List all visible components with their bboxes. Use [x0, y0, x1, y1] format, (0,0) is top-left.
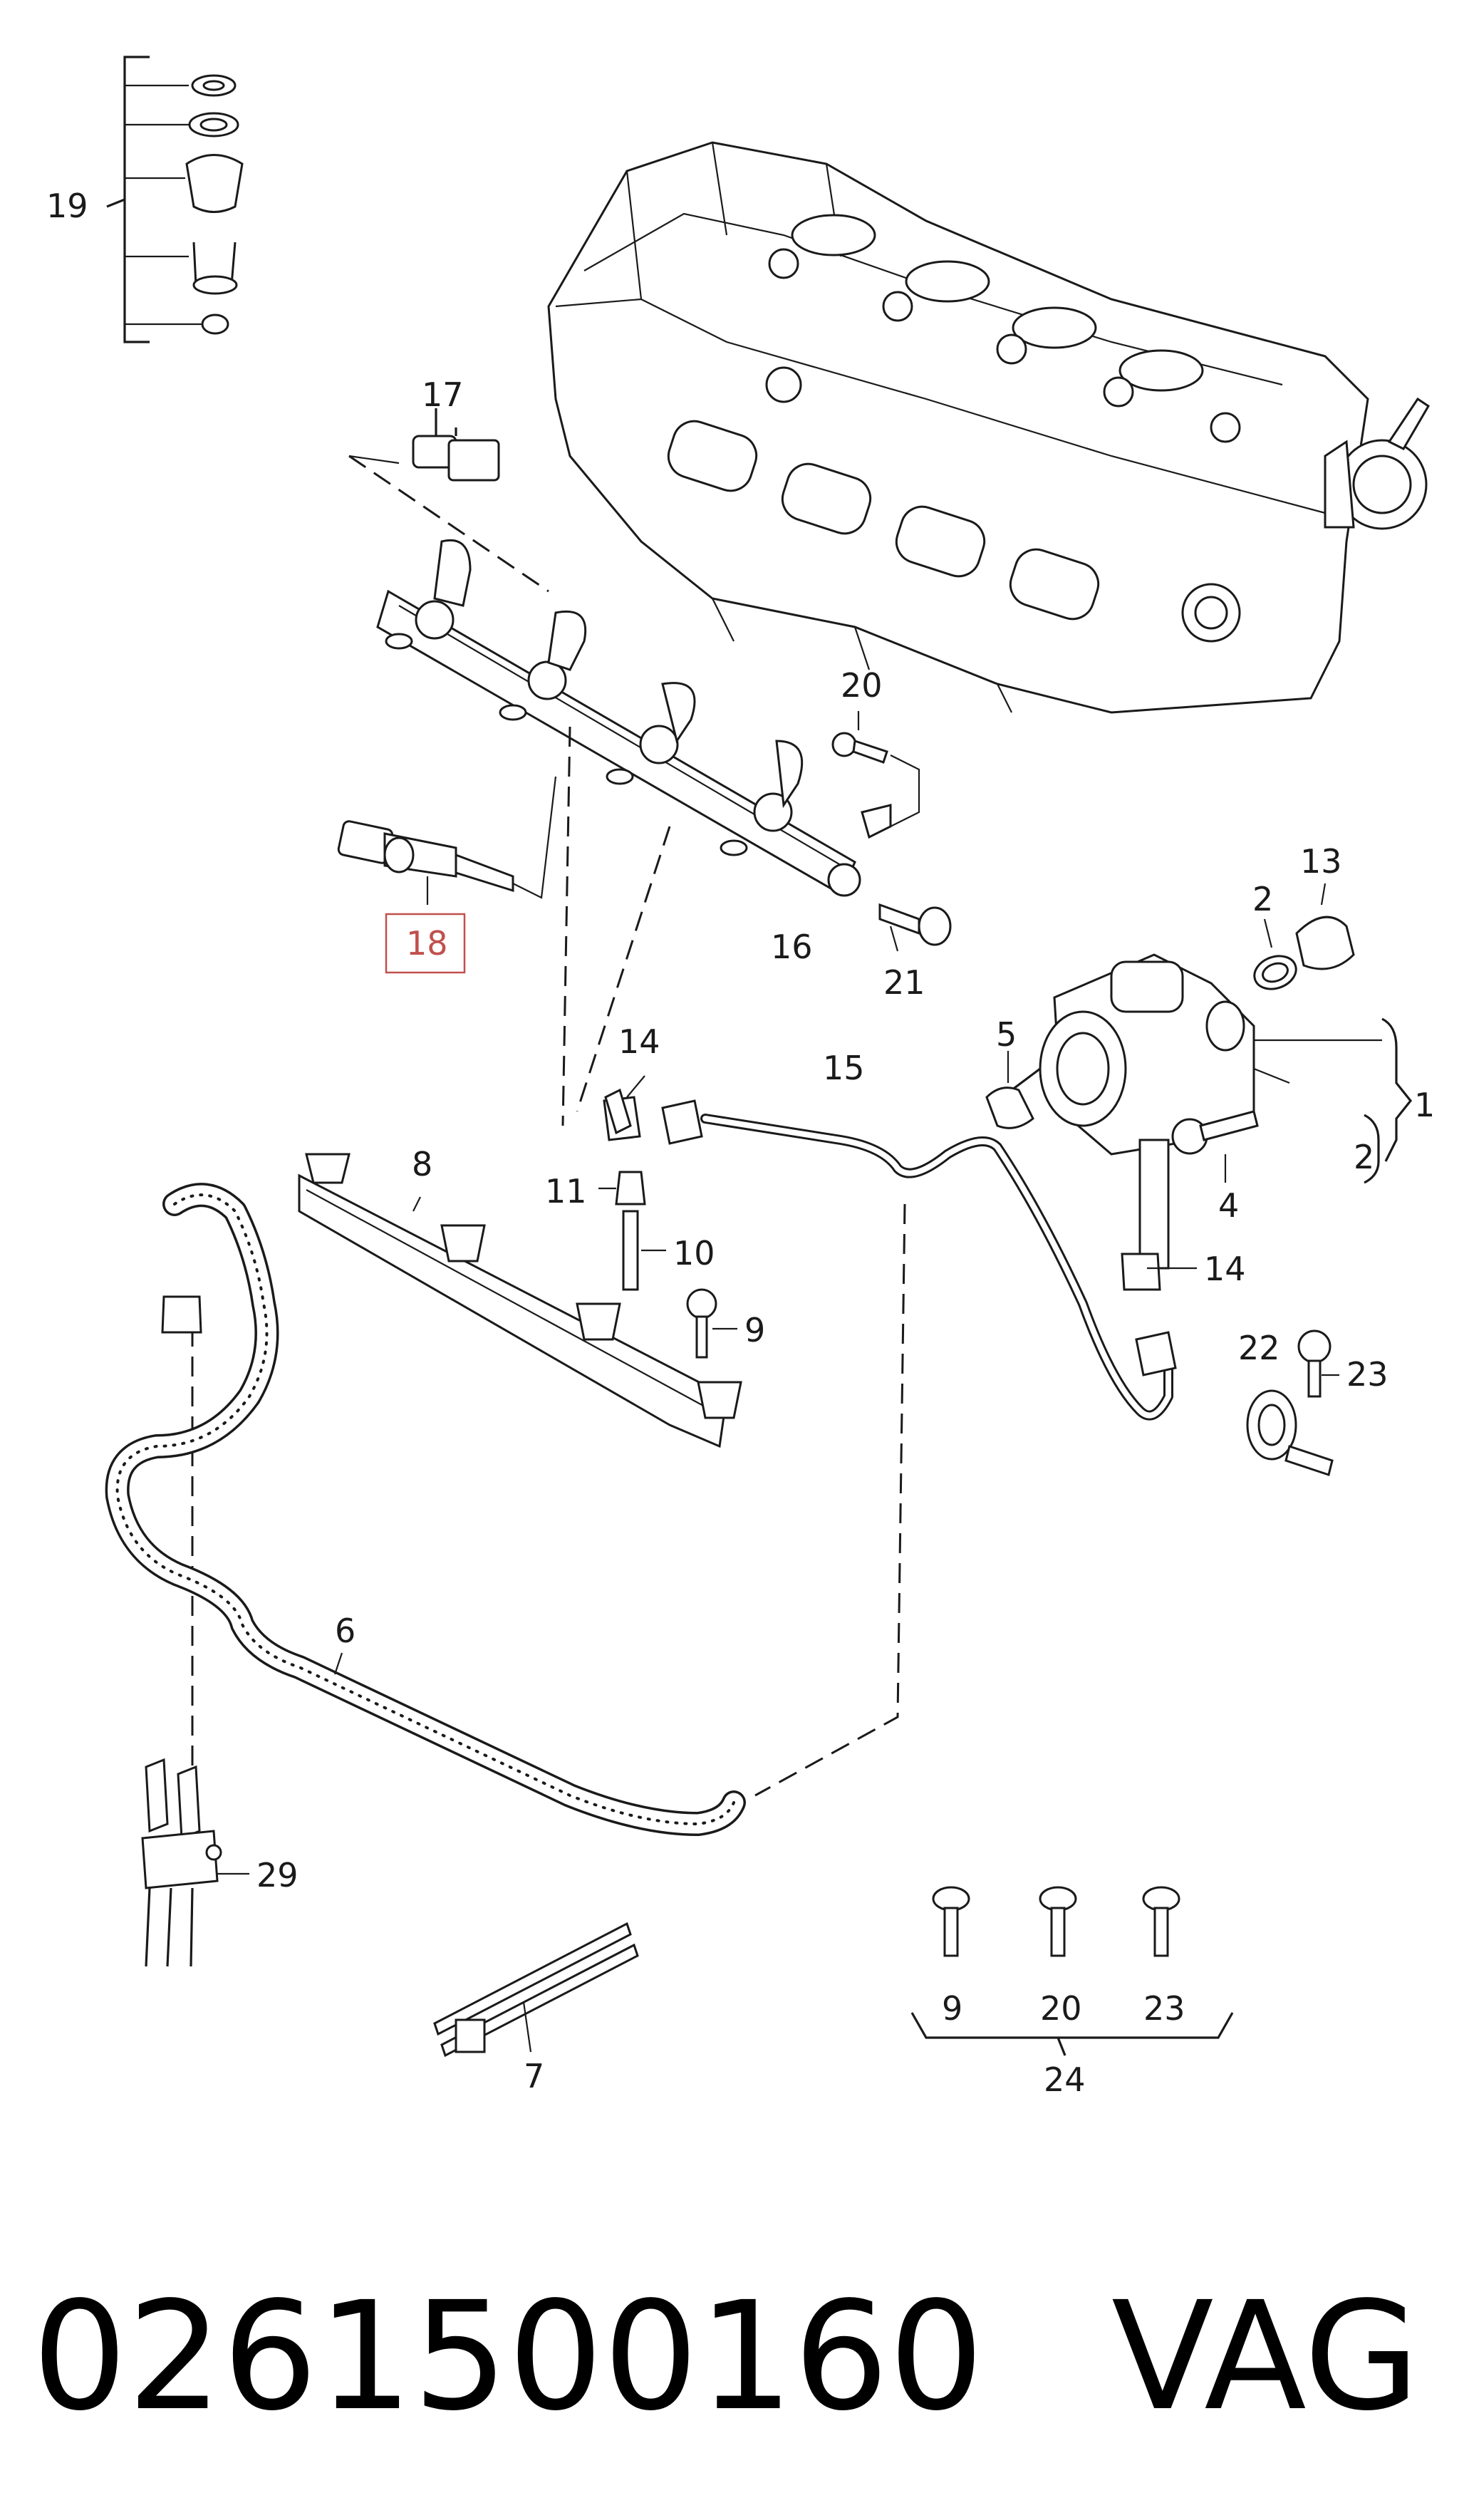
bracket-2 — [1364, 1114, 1380, 1184]
callout-9b: 9 — [942, 1989, 962, 2028]
callout-15: 15 — [823, 1049, 865, 1087]
callout-10: 10 — [673, 1234, 715, 1272]
callout-2a: 2 — [1252, 880, 1273, 918]
callout-23b: 23 — [1143, 1989, 1185, 2028]
callout-17: 17 — [422, 375, 464, 414]
cable-tie — [433, 1922, 639, 2058]
dash-line-1 — [561, 726, 571, 1126]
callout-18: 18 — [406, 924, 448, 963]
callout-16: 16 — [771, 928, 813, 966]
callout-14a: 14 — [618, 1022, 660, 1061]
bolt-set — [910, 1886, 1234, 2056]
pressure-sensor — [348, 408, 549, 593]
callout-13: 13 — [1300, 842, 1342, 881]
cylinder-head — [547, 141, 1431, 714]
callout-6: 6 — [335, 1612, 355, 1650]
callout-20b: 20 — [1040, 1989, 1082, 2028]
callout-11: 11 — [545, 1172, 587, 1210]
rail-bracket — [298, 1153, 742, 1448]
callout-20a: 20 — [841, 666, 883, 705]
fuel-rail — [376, 539, 892, 897]
part-number: 0261500160 — [32, 2269, 984, 2444]
callout-23a: 23 — [1346, 1355, 1388, 1394]
seal-kit — [106, 56, 244, 343]
callout-22: 22 — [1238, 1329, 1280, 1367]
sensor-18 — [337, 776, 557, 974]
callout-14b: 14 — [1204, 1250, 1246, 1288]
pump-fasteners — [604, 1051, 1259, 1291]
bracket-1 — [1381, 1017, 1413, 1162]
pipe-clip — [1246, 1329, 1339, 1476]
callout-7: 7 — [524, 2057, 544, 2095]
high-pressure-pump — [1011, 953, 1382, 1270]
callout-5: 5 — [996, 1015, 1017, 1054]
callout-19: 19 — [46, 187, 88, 225]
highlight-box-18 — [385, 913, 466, 974]
pump-seals — [1253, 883, 1355, 990]
breather-hose — [105, 1183, 746, 1836]
callout-29: 29 — [256, 1856, 299, 1894]
rail-bolts — [831, 711, 952, 952]
callout-24: 24 — [1044, 2060, 1086, 2099]
callout-21: 21 — [883, 963, 925, 1002]
hose-connector — [141, 1758, 249, 1967]
dash-line-2 — [576, 826, 671, 1112]
callout-2b: 2 — [1354, 1138, 1374, 1176]
dash-line-3 — [754, 1203, 906, 1797]
callout-1: 1 — [1414, 1086, 1435, 1124]
bracket-fasteners — [598, 1171, 737, 1359]
callout-9a: 9 — [744, 1311, 765, 1349]
callout-4: 4 — [1218, 1186, 1239, 1225]
brand-name: VAG — [1111, 2269, 1420, 2444]
callout-8: 8 — [412, 1145, 432, 1183]
